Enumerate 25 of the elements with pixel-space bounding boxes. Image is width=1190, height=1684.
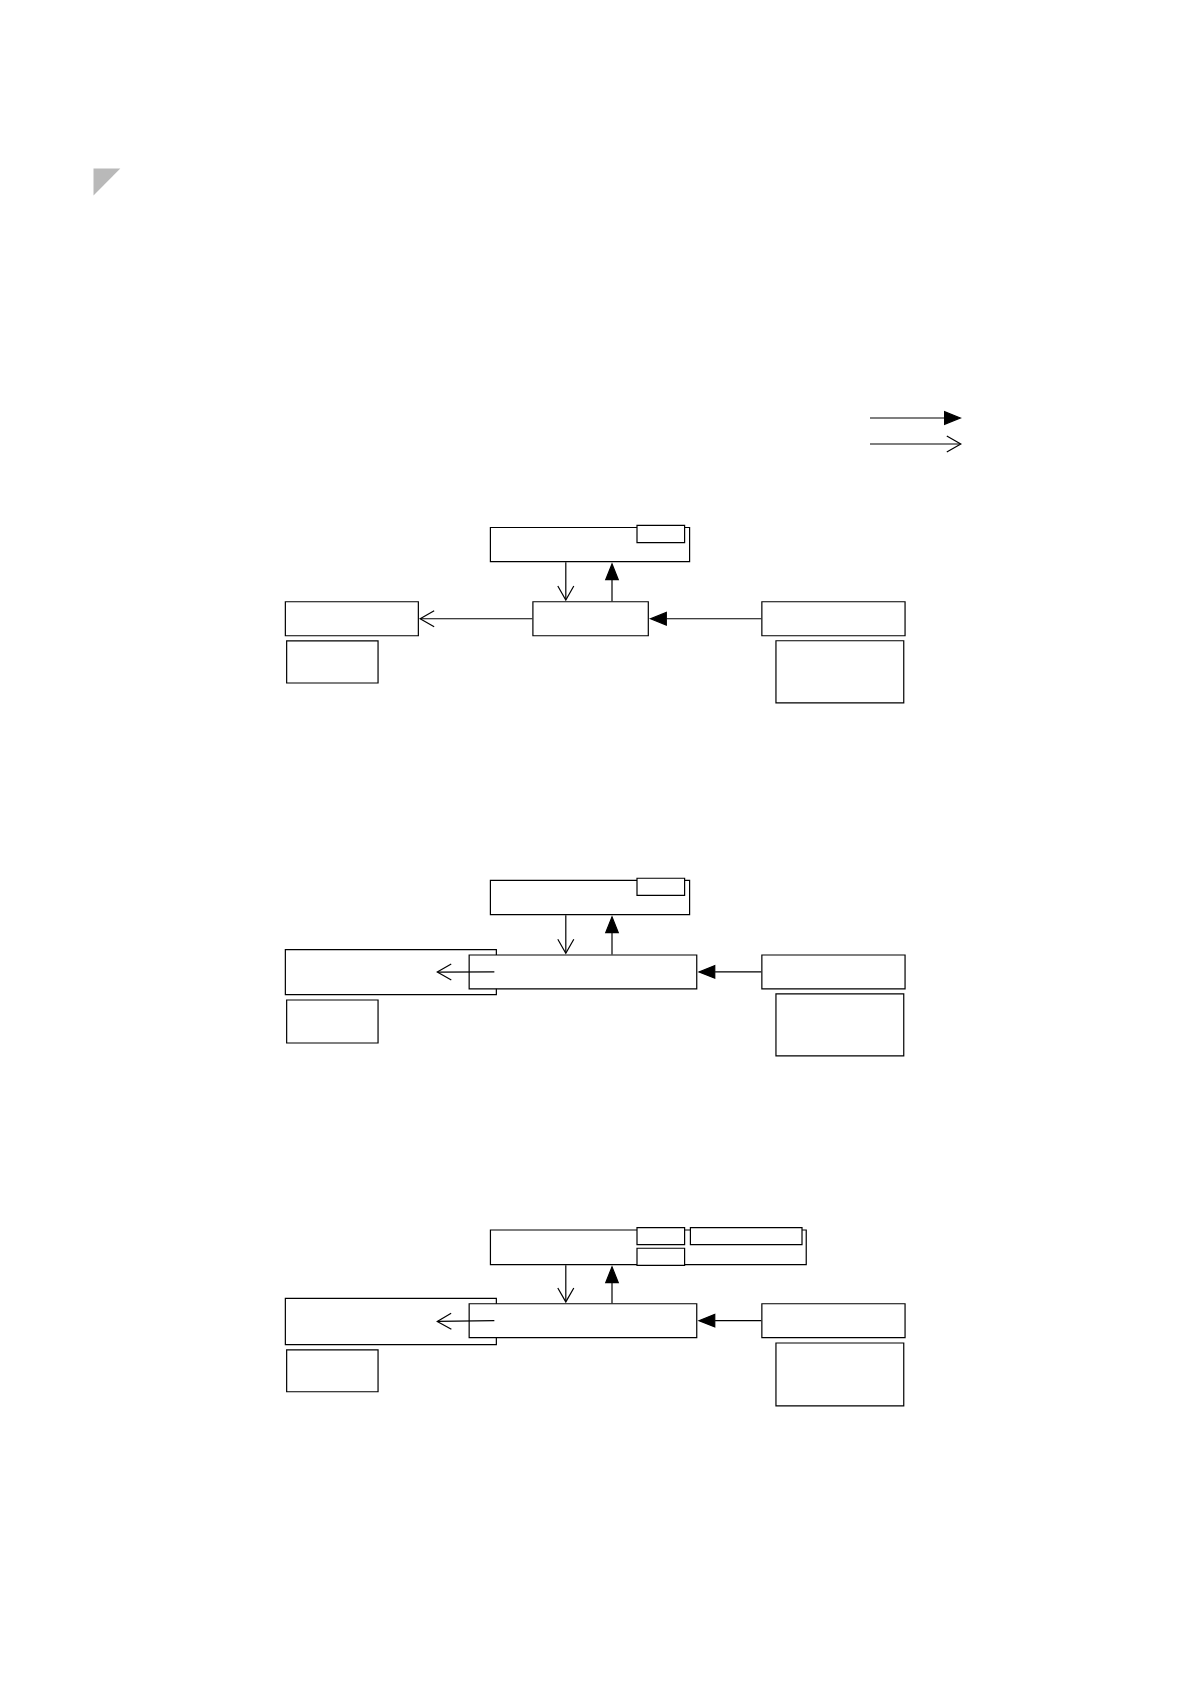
arrow: [557, 561, 575, 602]
box: [286, 640, 379, 684]
box: [532, 601, 649, 637]
box: [468, 954, 698, 990]
box: [468, 1303, 698, 1339]
box: [775, 640, 905, 704]
box: [761, 1303, 906, 1339]
box: [761, 601, 906, 637]
arrow: [557, 1264, 575, 1304]
box: [636, 524, 686, 544]
box: [636, 1226, 686, 1246]
arrow: [436, 1312, 495, 1330]
box: [286, 1349, 379, 1393]
box: [775, 993, 905, 1057]
box: [284, 601, 419, 637]
arrow: [557, 914, 575, 955]
box: [636, 1247, 686, 1267]
arrow: [436, 963, 495, 981]
box: [636, 877, 686, 897]
box: [286, 999, 379, 1044]
arrow: [418, 610, 533, 628]
box: [761, 954, 906, 990]
box: [689, 1226, 803, 1246]
box: [284, 1297, 497, 1346]
box: [775, 1342, 905, 1407]
